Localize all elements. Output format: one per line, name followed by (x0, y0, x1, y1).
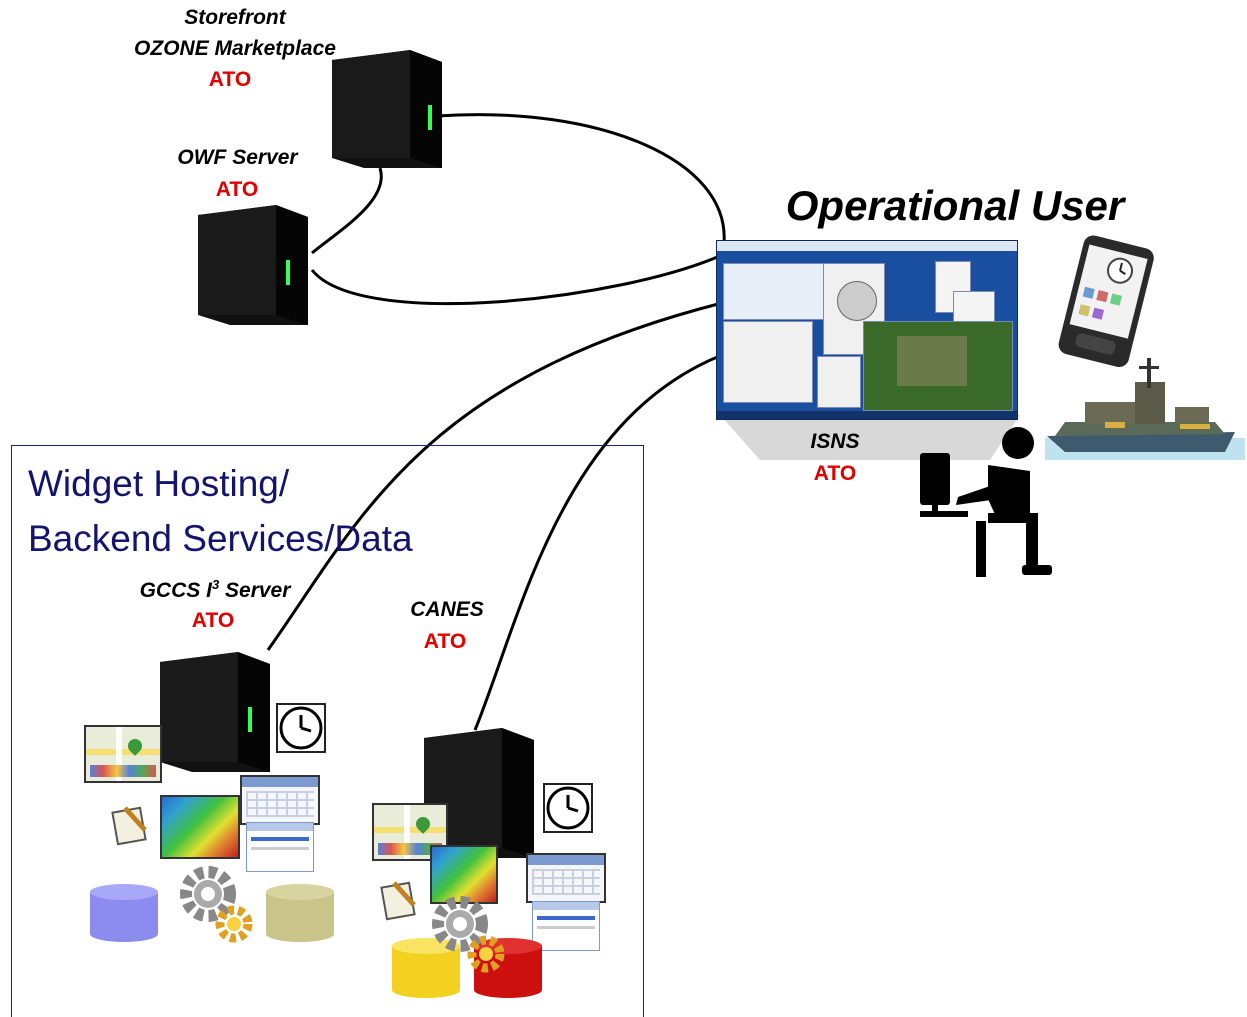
canes-label: CANES (410, 598, 484, 621)
server-icon (332, 50, 442, 168)
weather-map-icon (160, 795, 240, 859)
smartphone-icon (1058, 235, 1154, 368)
weather-map-icon (430, 845, 498, 904)
owf-server-label: OWF Server (177, 146, 298, 169)
gccs-server-status: ATO (191, 609, 235, 632)
link-storefront-to-owf (311, 167, 383, 255)
link-owf-to-user (310, 253, 723, 306)
server-icon (198, 205, 308, 325)
storefront-label-line2: OZONE Marketplace (134, 37, 336, 60)
database-icon (90, 884, 158, 942)
server-icon (424, 728, 534, 858)
owf-server-status: ATO (215, 178, 259, 201)
form-widget-icon (532, 901, 600, 951)
map-widget-icon (84, 725, 162, 783)
widget-hosting-title-line1: Widget Hosting/ (28, 463, 290, 504)
calendar-icon (526, 853, 606, 903)
map-widget-icon (372, 803, 448, 861)
gccs-name-prefix: GCCS I (139, 579, 212, 602)
canes-status: ATO (423, 630, 467, 653)
storefront-status: ATO (208, 68, 252, 91)
notepad-icon (111, 806, 147, 846)
widget-hosting-box (11, 445, 644, 1017)
database-icon (392, 938, 460, 998)
link-canes-to-user (473, 353, 723, 731)
operational-user-title: Operational User (785, 182, 1125, 229)
database-icon (266, 884, 334, 942)
calendar-icon (240, 775, 320, 825)
clock-icon (276, 703, 326, 753)
gears-icon (432, 896, 505, 973)
link-storefront-to-user (436, 113, 726, 244)
notepad-icon (380, 881, 416, 921)
ship-icon (1045, 358, 1245, 460)
user-at-computer-icon (920, 427, 1052, 577)
gccs-server-label: GCCS I3 Server (110, 577, 320, 603)
monitor-shadow (720, 415, 1020, 460)
clock-icon (543, 783, 593, 833)
link-gccs-to-user (266, 301, 723, 651)
isns-status: ATO (813, 462, 857, 485)
widget-hosting-title-line2: Backend Services/Data (28, 518, 413, 559)
isns-label: ISNS (810, 430, 860, 453)
server-icon (160, 652, 270, 772)
form-widget-icon (246, 822, 314, 872)
gccs-name-suffix: Server (219, 579, 291, 602)
monitor-screenshot-icon (716, 240, 1018, 420)
gccs-superscript: 3 (211, 577, 220, 592)
storefront-label-line1: Storefront (184, 6, 286, 29)
gears-icon (180, 866, 253, 943)
